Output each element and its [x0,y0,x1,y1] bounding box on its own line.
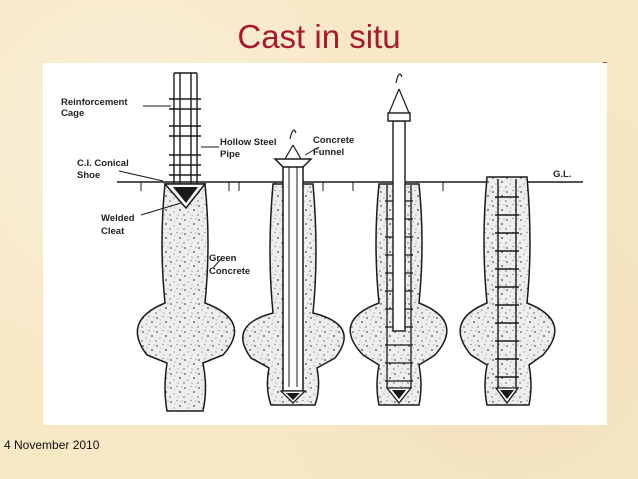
label-concrete-funnel-line1: Concrete [313,135,354,146]
pile-stage-2 [242,129,345,406]
pile-1-reinforcement-cage [169,72,201,195]
pile-stage-4 [459,176,556,406]
label-ground-level: G.L. [553,169,571,180]
label-ci-conical-shoe-line1: C.I. Conical [77,158,129,169]
pile-diagram: Reinforcement Cage Hollow Steel Pipe C.I… [43,63,607,425]
pile-stage-3 [349,73,448,406]
label-concrete-funnel-line2: Funnel [313,147,344,158]
pile-1-concrete [136,183,236,412]
label-ci-conical-shoe-line2: Shoe [77,170,100,181]
slide-title: Cast in situ [237,18,401,55]
label-hollow-steel-pipe-line2: Pipe [220,149,240,160]
label-reinforcement-cage-line2: Cage [61,108,84,119]
pile-2-concrete-funnel [273,158,313,168]
slide-date: 4 November 2010 [4,438,100,452]
label-welded-cleat-line2: Cleat [101,226,125,237]
label-reinforcement-cage-line1: Reinforcement [61,97,128,108]
pile-4-concrete [459,176,556,406]
pile-diagram-svg: Reinforcement Cage Hollow Steel Pipe C.I… [61,72,583,412]
label-green-concrete-line1: Green [209,253,237,264]
label-welded-cleat-line1: Welded [101,213,135,224]
diagram-labels: Reinforcement Cage Hollow Steel Pipe C.I… [61,97,571,277]
label-hollow-steel-pipe-line1: Hollow Steel [220,137,276,148]
leader-lines [118,105,320,269]
pile-3-hollow-pipe [392,120,406,332]
pile-4-reinforcement-cage [495,179,519,388]
pile-stage-1 [136,72,236,412]
pile-2-hollow-pipe [282,162,304,392]
label-green-concrete-line2: Concrete [209,266,250,277]
